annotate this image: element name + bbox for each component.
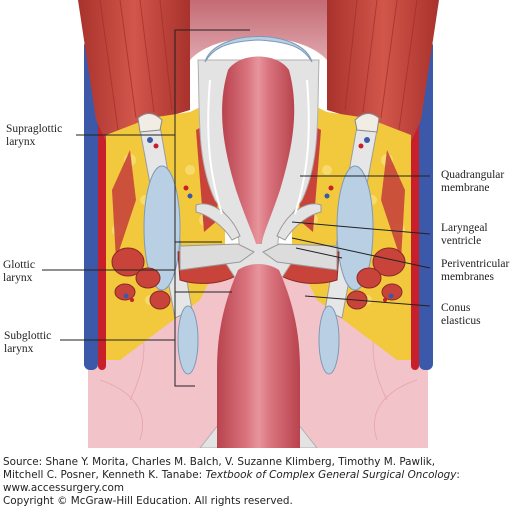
credit-line-2: Mitchell C. Posner, Kenneth K. Tanabe: T…: [3, 469, 460, 481]
right-vein: [419, 40, 433, 370]
copyright-line: Copyright © McGraw-Hill Education. All r…: [3, 495, 293, 507]
left-cricoid-cartilage: [177, 305, 199, 375]
right-outer-muscle: [381, 150, 405, 260]
left-vein: [84, 40, 98, 370]
right-false-fold: [276, 203, 322, 241]
leader-lines: [42, 134, 431, 341]
left-outer-muscle: [112, 150, 136, 260]
right-arytenoid-cartilage: [336, 165, 374, 291]
epiglottis: [190, 0, 327, 60]
credit-line-1: Source: Shane Y. Morita, Charles M. Balc…: [3, 456, 436, 468]
left-arytenoid-cartilage: [143, 165, 181, 291]
muscle-fibers: [99, 0, 418, 131]
airway-lumen: [222, 56, 295, 244]
right-cartilage-top: [354, 113, 380, 133]
left-cartilage-top: [137, 113, 163, 133]
subglottic-lumen: [217, 264, 300, 448]
level-brackets: [174, 29, 250, 387]
left-strap-muscle: [78, 0, 190, 150]
right-cricoid-cartilage: [318, 305, 340, 375]
small-vessels: [123, 137, 394, 302]
epiglottis-cartilage: [204, 36, 313, 63]
credit-url[interactable]: www.accessurgery.com: [3, 482, 124, 494]
right-true-fold: [262, 243, 338, 271]
right-strap-muscle: [327, 0, 439, 150]
source-credit: Source: Shane Y. Morita, Charles M. Balc…: [3, 456, 515, 508]
left-artery: [98, 60, 106, 370]
left-false-fold: [195, 203, 241, 241]
book-title: Textbook of Complex General Surgical Onc…: [205, 469, 457, 481]
right-artery: [411, 60, 419, 370]
left-true-fold: [179, 243, 255, 271]
left-quadrangular-line: [207, 79, 223, 215]
right-quadrangular-line: [294, 79, 310, 215]
larynx-illustration: [42, 0, 439, 448]
